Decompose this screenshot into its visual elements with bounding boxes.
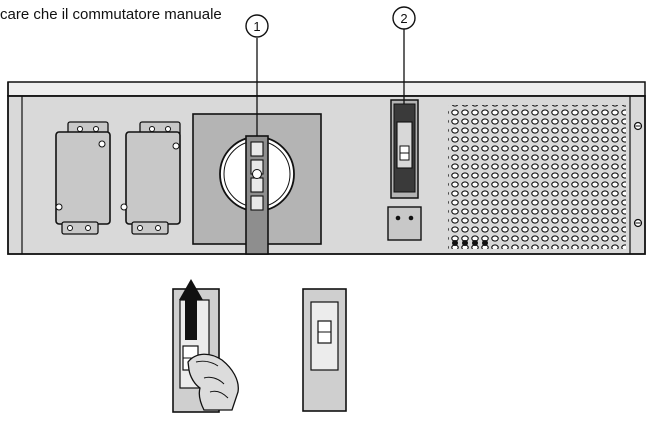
callout-1: 1	[245, 14, 269, 136]
cover-plate-left	[55, 121, 111, 235]
manual-bypass-switch	[390, 99, 419, 199]
cover-plate-middle	[120, 121, 181, 235]
instruction-caption: care che il commutatore manuale	[0, 6, 222, 23]
callout-1-number: 1	[253, 19, 260, 34]
rotary-switch	[192, 113, 322, 255]
hand-icon	[187, 353, 239, 411]
ventilation-grille	[448, 105, 626, 249]
switch-detail-after	[302, 288, 347, 412]
connector-block	[387, 206, 422, 241]
callout-2: 2	[392, 6, 416, 104]
screw-icon	[633, 218, 643, 228]
screw-icon	[633, 121, 643, 131]
callout-2-number: 2	[400, 11, 407, 26]
cabinet-top-rail	[7, 81, 646, 97]
arrow-up-icon	[179, 279, 203, 340]
